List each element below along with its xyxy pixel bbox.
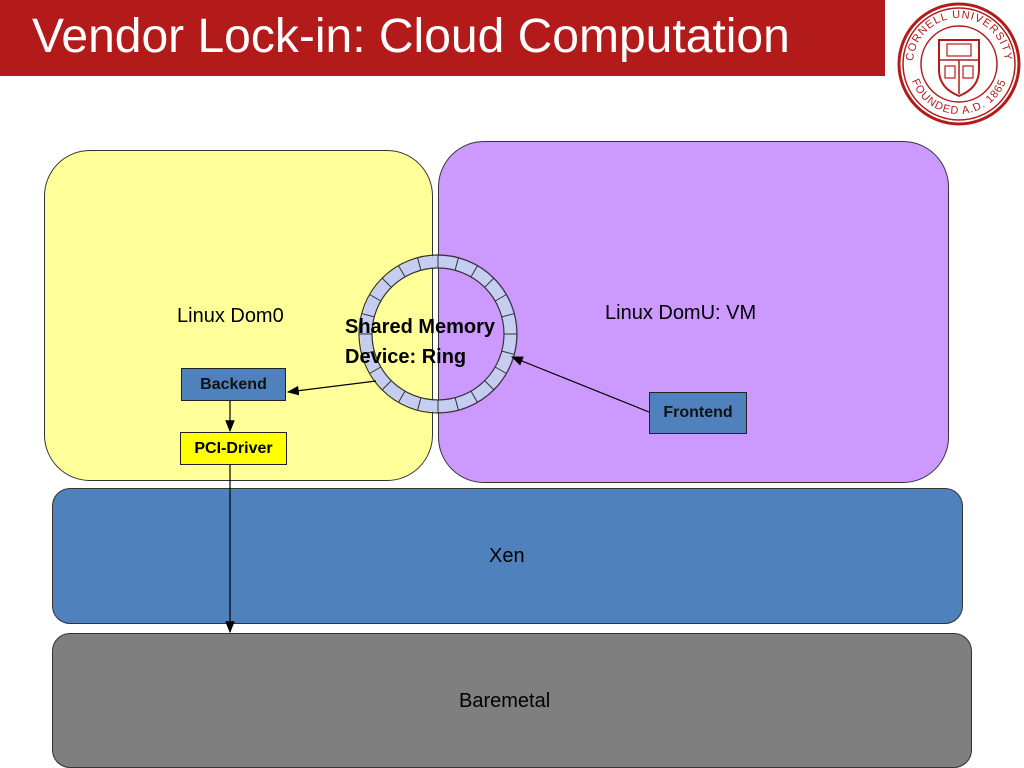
domu-label: Linux DomU: VM (605, 302, 757, 324)
baremetal-label: Baremetal (459, 690, 551, 712)
slide-title: Vendor Lock-in: Cloud Computation (32, 10, 790, 63)
ring-label-line1: Shared Memory (345, 316, 496, 338)
backend-box: Backend (181, 368, 286, 401)
frontend-box: Frontend (649, 392, 747, 434)
dom0-label: Linux Dom0 (177, 305, 284, 327)
title-bar: Vendor Lock-in: Cloud Computation (0, 0, 885, 76)
cornell-seal-icon: CORNELL UNIVERSITY FOUNDED A.D. 1865 (897, 2, 1021, 126)
shared-memory-ring-label: Shared Memory Device: Ring (345, 312, 495, 372)
baremetal-layer (52, 633, 972, 768)
ring-label-line2: Device: Ring (345, 346, 467, 368)
pci-driver-box: PCI-Driver (180, 432, 287, 465)
xen-layer (52, 488, 963, 624)
xen-label: Xen (489, 545, 525, 567)
